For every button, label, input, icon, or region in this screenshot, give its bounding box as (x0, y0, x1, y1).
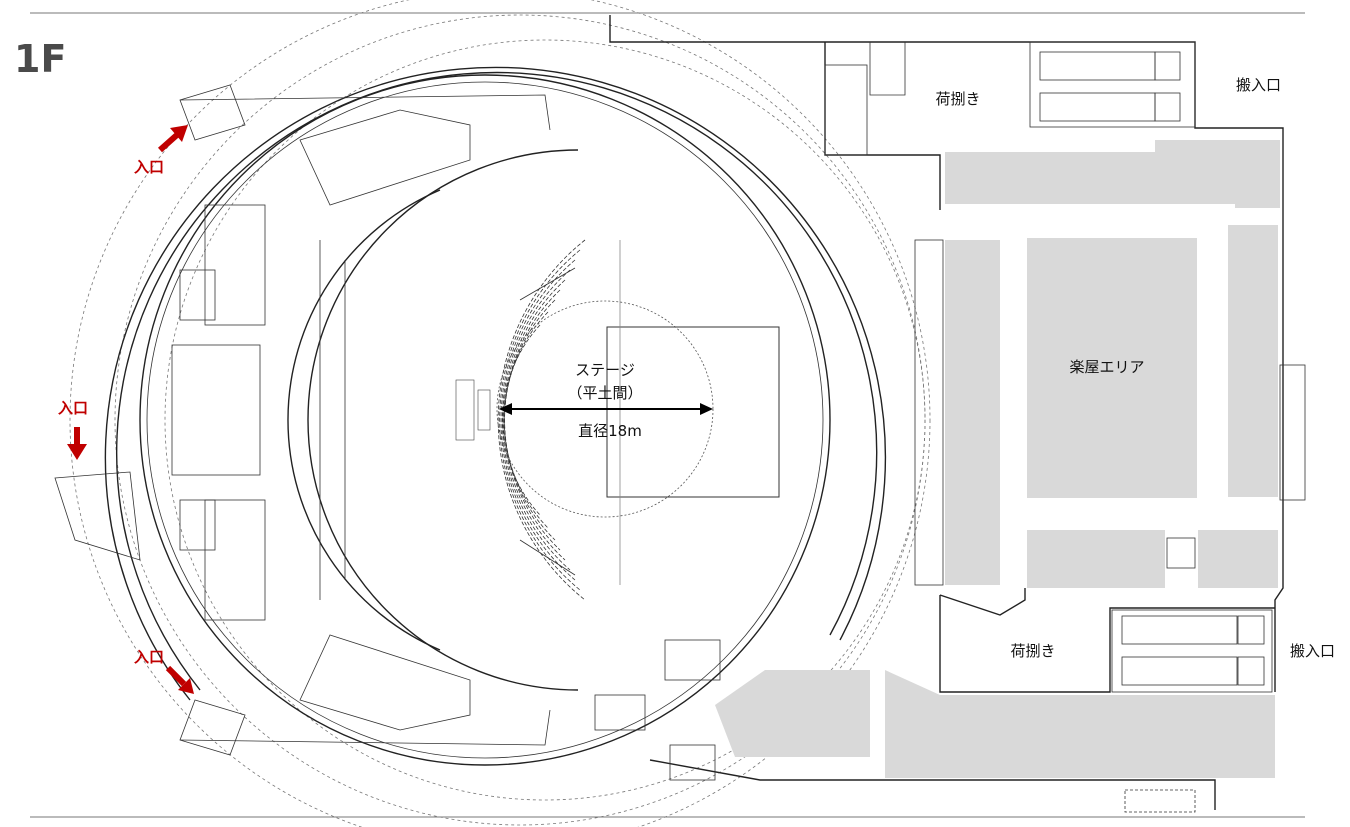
entrance-bottom-label: 入口 (134, 648, 164, 666)
entrance-top-label: 入口 (134, 158, 164, 176)
stage-name: ステージ (575, 361, 635, 379)
stage (496, 240, 780, 585)
loading-area-top: 荷捌き (935, 90, 980, 108)
outer-arcs (69, 0, 931, 827)
stage-diameter: 直径18m (578, 422, 642, 440)
entrance-arrow-top-icon (158, 125, 188, 153)
shaded-areas (715, 140, 1280, 778)
entrance-top: 入口 (134, 125, 188, 176)
backstage-walls (594, 15, 1306, 813)
audience-seats (455, 239, 586, 601)
dressing-room-area: 楽屋エリア (1069, 358, 1144, 376)
delivery-entrance-bottom: 搬入口 (1290, 642, 1335, 660)
delivery-entrance-top: 搬入口 (1236, 76, 1281, 94)
floor-label: 1F (14, 37, 66, 81)
loading-area-bottom: 荷捌き (1010, 642, 1055, 660)
stage-subtitle: （平土間） (567, 384, 642, 402)
left-rooms (54, 84, 551, 756)
hall-walls (104, 66, 887, 766)
entrance-arrow-middle-icon (67, 427, 87, 460)
entrance-middle-label: 入口 (58, 399, 88, 417)
entrance-middle: 入口 (58, 399, 88, 460)
entrance-bottom: 入口 (134, 648, 194, 694)
entrance-arrow-bottom-icon (165, 665, 194, 694)
